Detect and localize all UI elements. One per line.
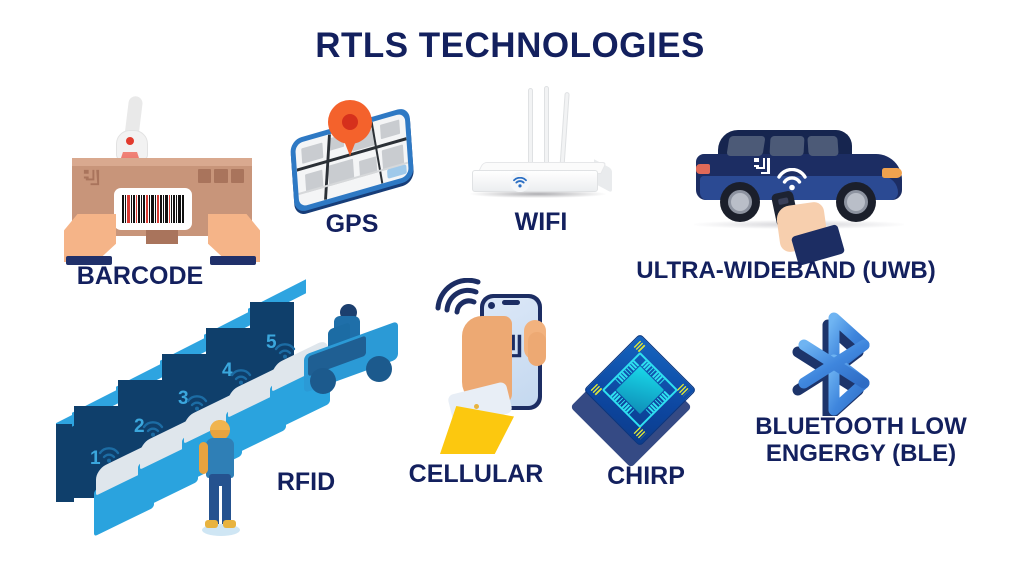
car-wheel (720, 182, 760, 222)
rfid-signal-icon (98, 447, 120, 463)
worker-arm (199, 442, 208, 474)
car-window (807, 136, 839, 156)
router-antenna (544, 86, 549, 170)
rfid-signal-icon (274, 343, 296, 359)
left-sleeve-cuff (66, 256, 112, 265)
worker-shoe (205, 520, 218, 528)
smartphone-notch (502, 300, 520, 305)
rfid-signal-icon (230, 369, 252, 385)
rfid-label: RFID (276, 468, 336, 496)
ble-label: BLUETOOTH LOW ENGERGY (BLE) (755, 413, 967, 467)
map-location-pin-icon (282, 100, 422, 214)
keyfob-signal-icon (777, 168, 807, 191)
router-antenna (528, 88, 533, 170)
pin-center-dot (342, 114, 358, 130)
bay-number: 2 (134, 416, 145, 437)
bay-number: 4 (222, 360, 233, 381)
car-window (769, 136, 805, 156)
rfid-signal-icon (186, 395, 208, 411)
uwb-label: ULTRA-WIDEBAND (UWB) (636, 257, 936, 284)
barcode-scanner-box-icon (58, 95, 268, 265)
forklift (292, 302, 410, 406)
gps-label: GPS (325, 210, 379, 238)
hand-smartphone-signal-icon (435, 278, 566, 456)
right-sleeve-cuff (210, 256, 256, 265)
warehouse-worker (199, 420, 242, 536)
router-wifi-badge (510, 172, 530, 192)
cellular-signal-icon (435, 278, 481, 315)
car-keyfob-icon (686, 120, 916, 267)
scanner-led (126, 137, 134, 145)
car-brand-glyph (754, 158, 770, 174)
rfid-signal-icon (142, 421, 164, 437)
smartphone-camera (488, 302, 495, 309)
bay-number: 1 (90, 448, 101, 469)
bay-number: 3 (178, 388, 189, 409)
cardboard-box-top (72, 158, 252, 166)
location-pin-icon (328, 100, 372, 158)
router-shadow (470, 190, 606, 198)
right-hand (208, 214, 260, 262)
wifi-label: WIFI (514, 208, 568, 236)
warehouse-rfid-readers-icon: 1 2 3 4 5 (56, 279, 436, 550)
microchip-icon (570, 333, 706, 468)
box-fragile-marks (198, 169, 244, 183)
car-wheel (836, 182, 876, 222)
wifi-signal-icon (513, 176, 527, 187)
router-antenna (559, 91, 570, 171)
worker-leg-gap (219, 486, 222, 524)
box-brand-glyph (83, 169, 100, 186)
worker-hair (210, 420, 230, 430)
bluetooth-logo-icon (782, 312, 888, 423)
forklift-wheel (366, 356, 392, 382)
left-hand (64, 214, 116, 262)
car-headlight (882, 168, 902, 178)
car-taillight (696, 164, 710, 174)
wifi-router-icon (466, 86, 616, 198)
bay-number: 5 (266, 332, 277, 353)
barcode-label: BARCODE (76, 262, 204, 290)
bluetooth-rune (792, 312, 870, 423)
cellular-label: CELLULAR (408, 460, 544, 488)
page-title: RTLS TECHNOLOGIES (315, 26, 705, 65)
fingers (528, 332, 546, 366)
router-body (472, 170, 598, 192)
worker-torso (206, 438, 234, 478)
cuff-button (474, 404, 479, 409)
worker-shoe (223, 520, 236, 528)
chirp-label: CHIRP (607, 462, 685, 490)
barcode-label-sticker (114, 188, 192, 230)
barcode-bars (122, 195, 185, 223)
car-window (726, 136, 766, 156)
forklift-wheel (310, 368, 336, 394)
